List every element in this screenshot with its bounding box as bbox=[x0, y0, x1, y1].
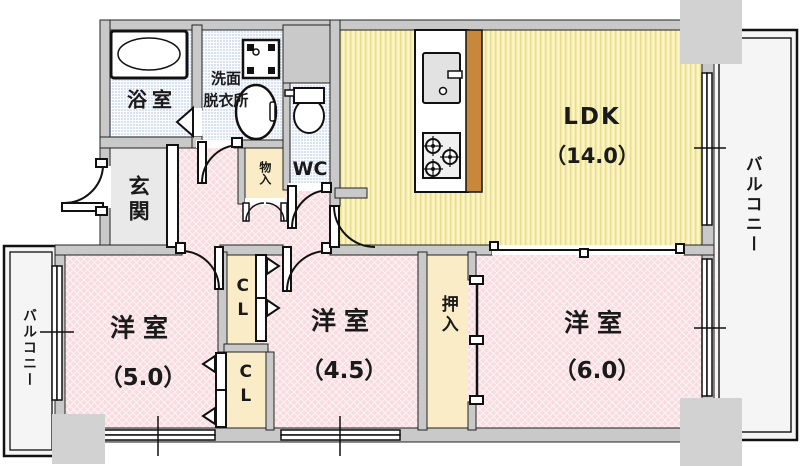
kitchen-partition-stub bbox=[334, 187, 368, 199]
room45-size-label: （4.5） bbox=[300, 357, 388, 384]
wall-segment bbox=[99, 136, 195, 149]
wall-segment bbox=[237, 147, 246, 205]
pillar bbox=[680, 398, 742, 466]
balcony-left-label: バルコニー bbox=[21, 308, 38, 388]
kitchen-counter bbox=[414, 29, 483, 193]
wash-basin-icon bbox=[234, 83, 278, 141]
entrance-partition bbox=[166, 144, 179, 248]
bathroom-door-fold bbox=[175, 105, 194, 139]
kitchen-sink-icon bbox=[422, 52, 463, 104]
bathtub-icon bbox=[109, 29, 189, 80]
oshiire-floor bbox=[427, 252, 468, 430]
balcony-left-area bbox=[2, 244, 60, 458]
storage-label: 物入 bbox=[257, 161, 272, 185]
wall-segment bbox=[54, 244, 183, 256]
storage-door-arc bbox=[245, 202, 265, 222]
wc-label: WC bbox=[292, 158, 328, 181]
window-ldk-right bbox=[706, 72, 713, 226]
oshiire-sliding-door bbox=[469, 275, 484, 405]
closet-upper-floor bbox=[226, 252, 258, 344]
closet-upper-label: CL bbox=[232, 276, 253, 324]
windows bbox=[40, 72, 726, 456]
wall-segment bbox=[265, 351, 275, 431]
room5-label: 洋室 bbox=[109, 313, 177, 343]
closet-lower-label: CL bbox=[235, 362, 256, 410]
sliding-partition-ldk-room6 bbox=[489, 241, 685, 258]
wall-segment bbox=[683, 244, 715, 256]
pillar bbox=[52, 414, 105, 464]
pillar bbox=[680, 0, 742, 64]
wall-segment bbox=[417, 251, 428, 431]
room5-door-arc bbox=[181, 250, 220, 290]
balcony-right-area bbox=[711, 28, 799, 442]
balcony-right-label: バルコニー bbox=[741, 155, 762, 255]
ldk-floor bbox=[335, 25, 710, 250]
storage-floor bbox=[243, 145, 285, 202]
storage-door-arc bbox=[265, 202, 285, 222]
window-room5-left bbox=[56, 265, 63, 401]
bathroom-label: 浴室 bbox=[127, 87, 177, 112]
wall-segment bbox=[219, 244, 284, 256]
ldk-door-arc bbox=[333, 205, 376, 248]
entrance-door-arc bbox=[63, 166, 104, 205]
swing-doors bbox=[61, 105, 376, 292]
room45-door-arc bbox=[286, 250, 328, 292]
wall-segment bbox=[282, 24, 333, 84]
ldk-label: LDK bbox=[563, 103, 621, 130]
wall-segment bbox=[467, 401, 477, 431]
oshiire-label: 押入 bbox=[437, 295, 458, 335]
gas-stove-icon bbox=[422, 132, 461, 179]
wall-segment bbox=[282, 82, 291, 191]
wall-segment bbox=[223, 343, 269, 353]
washroom-label-line1: 洗面 bbox=[210, 69, 242, 88]
room5-size-label: （5.0） bbox=[99, 364, 187, 391]
entrance-label: 玄関 bbox=[126, 175, 151, 225]
washroom-label-line2: 脱衣所 bbox=[203, 91, 249, 110]
room45-label: 洋室 bbox=[310, 306, 378, 336]
fixtures bbox=[109, 29, 483, 193]
floors bbox=[55, 25, 715, 432]
entrance-floor bbox=[105, 143, 170, 247]
bedroom-zone-floor bbox=[55, 245, 715, 432]
ldk-size-label: （14.0） bbox=[545, 143, 639, 168]
room6-label: 洋室 bbox=[563, 308, 631, 338]
room6-size-label: （6.0） bbox=[553, 357, 641, 384]
wall-segment bbox=[329, 19, 341, 207]
closet-lower-floor bbox=[226, 352, 268, 430]
wall-segment bbox=[191, 24, 203, 111]
closet-folding-doors bbox=[201, 254, 281, 428]
toilet-icon bbox=[284, 87, 325, 134]
washing-machine-pan-icon bbox=[241, 38, 281, 80]
pillars bbox=[52, 0, 742, 466]
